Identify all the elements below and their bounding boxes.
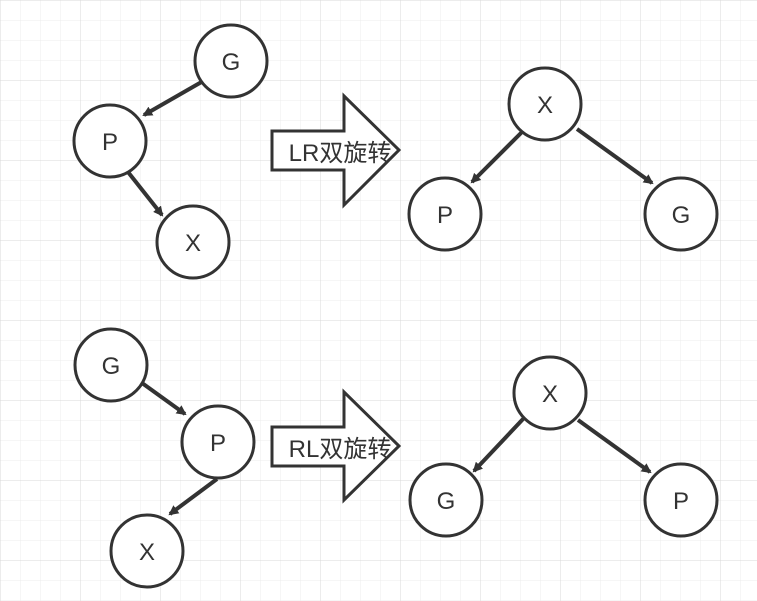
node-p: P [407, 176, 483, 252]
node-g-label: G [672, 202, 691, 229]
node-x: X [512, 355, 588, 431]
edge-x-to-g [472, 416, 526, 473]
node-g: G [408, 462, 484, 538]
edge-g-to-p [140, 381, 187, 416]
edge-g-to-p [142, 78, 206, 117]
node-x: X [507, 66, 583, 142]
rotation-arrow-label: LR双旋转 [289, 140, 392, 167]
node-p-label: P [673, 488, 689, 515]
rotation-arrow [270, 388, 402, 504]
node-p: P [72, 103, 148, 179]
node-x-label: X [537, 92, 553, 119]
node-p-label: P [210, 430, 226, 457]
rotation-arrow [270, 92, 402, 209]
node-x-label: X [542, 381, 558, 408]
node-x: X [155, 204, 231, 280]
node-g: G [193, 23, 269, 99]
node-x: X [109, 513, 185, 589]
node-g-label: G [437, 488, 456, 515]
rl-diagram: G P X RL双旋转 X G P [73, 327, 719, 589]
node-p-label: P [437, 202, 453, 229]
node-x-label: X [139, 539, 155, 566]
edge-p-to-x [168, 477, 219, 516]
node-g-label: G [102, 353, 121, 380]
node-p-label: P [102, 129, 118, 156]
node-g: G [643, 176, 719, 252]
lr-diagram: G P X LR双旋转 X P G [72, 23, 719, 280]
rotation-arrow-label: RL双旋转 [289, 436, 392, 463]
edge-p-to-x [126, 170, 164, 217]
node-p: P [643, 462, 719, 538]
edge-x-to-p [576, 418, 652, 474]
node-g: G [73, 327, 149, 403]
node-g-label: G [222, 49, 241, 76]
node-p: P [180, 404, 256, 480]
edge-x-to-p [470, 130, 524, 184]
node-x-label: X [185, 230, 201, 257]
edge-x-to-g [575, 127, 654, 185]
